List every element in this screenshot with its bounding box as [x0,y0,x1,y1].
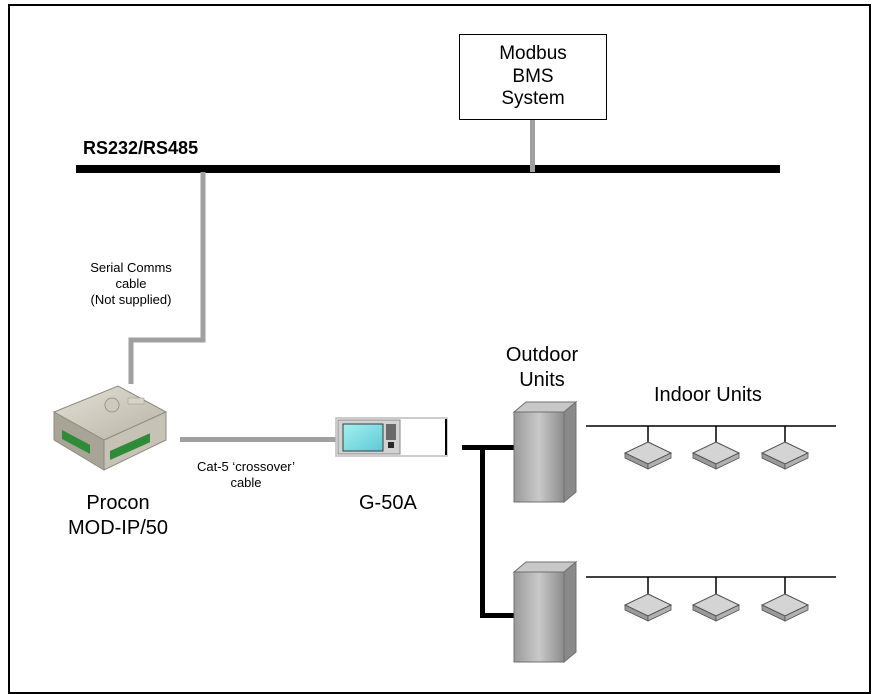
outdoor-label-line-1: Outdoor [505,344,579,366]
procon-label-line-1: Procon [86,492,150,514]
diagram-canvas [52,118,836,664]
bms-drop-line [530,118,535,172]
modbus-bms-box: Modbus BMS System [459,34,607,120]
bms-line-2: BMS [512,65,554,87]
outdoor-units-label: Outdoor Units [494,343,590,393]
serial-comms-cable [128,172,206,384]
indoor-unit-1c [760,441,810,470]
indoor-unit-1b [691,441,741,470]
bms-line-3: System [501,88,565,110]
serial-cable-label-line-2: cable [115,276,147,291]
indoor-unit-2a [623,593,673,622]
bus-label: RS232/RS485 [83,138,199,158]
outdoor-unit-2 [512,560,578,664]
indoor-unit-2c [760,593,810,622]
indoor-line-1 [586,425,836,442]
crossover-label-line-2: cable [230,475,262,490]
indoor-unit-1a [623,441,673,470]
indoor-units-label: Indoor Units [654,384,762,406]
procon-label: Procon MOD-IP/50 [38,491,198,541]
crossover-label-line-1: Cat-5 ‘crossover’ [196,459,295,474]
procon-label-line-2: MOD-IP/50 [67,517,169,539]
crossover-cable-label: Cat-5 ‘crossover’ cable [176,459,316,491]
g50a-controller-image [335,417,448,457]
indoor-line-2 [586,576,836,594]
outdoor-branch-line [462,445,514,618]
g50a-label: G-50A [359,492,417,514]
outdoor-label-line-2: Units [519,369,565,391]
serial-cable-label-line-1: Serial Comms [90,260,172,275]
outdoor-unit-1 [512,400,578,504]
serial-cable-label-line-3: (Not supplied) [90,292,172,307]
procon-device-image [52,385,168,471]
serial-cable-label: Serial Comms cable (Not supplied) [64,260,198,308]
bms-line-1: Modbus [499,43,567,65]
crossover-cable [180,437,337,442]
indoor-unit-2b [691,593,741,622]
rs232-rs485-bus [76,165,780,173]
